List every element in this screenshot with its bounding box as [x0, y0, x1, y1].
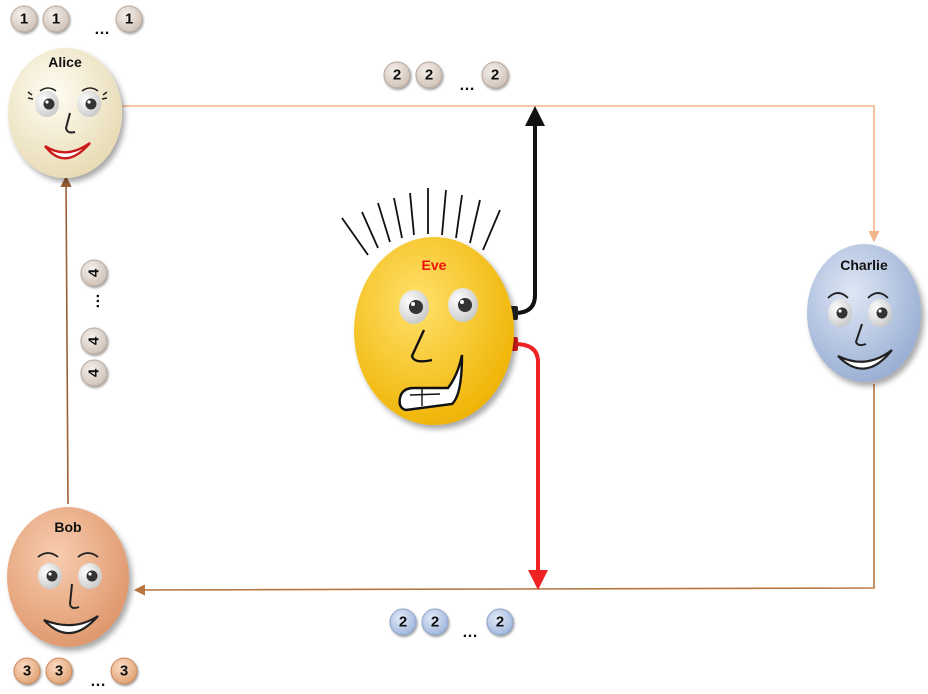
- token: 2: [421, 608, 449, 636]
- token-ellipsis: …: [90, 673, 106, 690]
- bob-to-alice-line: [60, 175, 72, 505]
- token: 2: [481, 61, 509, 89]
- token: 3: [110, 657, 138, 685]
- bob-nose: [68, 583, 80, 609]
- alice-eye-left: [35, 91, 59, 117]
- token-ellipsis: …: [94, 21, 110, 38]
- token-label: 4: [86, 336, 103, 345]
- charlie-to-bob-line: [133, 384, 875, 596]
- eve-nose: [410, 329, 433, 363]
- bob-eye-right: [78, 563, 102, 589]
- token-label: 4: [86, 368, 103, 377]
- eve-mouth: [398, 354, 464, 412]
- charlie-name: Charlie: [840, 257, 888, 273]
- red-tap-cable: [514, 342, 548, 590]
- token: 2: [383, 61, 411, 89]
- charlie-face: [807, 244, 921, 382]
- token-ellipsis: …: [462, 624, 478, 641]
- token-label: 2: [393, 67, 401, 84]
- token-label: 2: [491, 67, 499, 84]
- token-label: 3: [23, 663, 31, 680]
- token: 1: [42, 5, 70, 33]
- token: 4: [80, 359, 108, 387]
- bob-to-alice-token-group: 4 … 4 4: [80, 259, 108, 387]
- charlie-eye-left: [828, 299, 852, 327]
- token-label: 3: [55, 663, 63, 680]
- alice-to-charlie-line: [122, 105, 880, 243]
- token-ellipsis: …: [459, 77, 475, 94]
- token-label: 3: [120, 663, 128, 680]
- token-label: 1: [20, 11, 28, 28]
- alice-name: Alice: [48, 54, 82, 70]
- bob-brows: [37, 552, 99, 558]
- charlie-features: Charlie: [827, 257, 893, 370]
- token: 3: [13, 657, 41, 685]
- alice-face: [8, 48, 122, 178]
- charlie-brows: [827, 292, 889, 299]
- black-tap-cable: [514, 106, 545, 315]
- alice-eye-right: [77, 91, 101, 117]
- charlie-nose: [854, 323, 867, 347]
- token: 4: [80, 259, 108, 287]
- token-label: 1: [52, 11, 60, 28]
- bob-head: [7, 507, 129, 647]
- bob-eye-left: [38, 563, 62, 589]
- alice-nose: [64, 112, 76, 134]
- alice-mouth: [44, 142, 91, 160]
- bob-mouth: [43, 615, 99, 635]
- alice-to-charlie-token-group: 2 2 … 2: [383, 61, 509, 94]
- eve-face: [354, 237, 514, 425]
- alice-lashes: [27, 87, 108, 100]
- token: 2: [389, 608, 417, 636]
- bob-features: Bob: [37, 519, 102, 635]
- eve-features: Eve: [398, 257, 478, 412]
- token-label: 4: [86, 268, 103, 277]
- token-ellipsis: …: [86, 293, 103, 309]
- token: 1: [10, 5, 38, 33]
- token: 2: [486, 608, 514, 636]
- bob-name: Bob: [54, 519, 81, 535]
- token: 1: [115, 5, 143, 33]
- eve-eye-left: [399, 290, 429, 324]
- alice-head: [8, 48, 122, 178]
- charlie-mouth: [837, 349, 893, 370]
- eve-eye-right: [448, 288, 478, 322]
- eve-hair: [341, 188, 501, 256]
- token-label: 2: [496, 614, 504, 631]
- token-label: 2: [431, 614, 439, 631]
- bob-token-group: 3 3 … 3: [13, 657, 138, 690]
- bob-face: [7, 507, 129, 647]
- eve-head: [354, 237, 514, 425]
- alice-token-group: 1 1 … 1: [10, 5, 143, 38]
- charlie-to-bob-token-group: 2 2 … 2: [389, 608, 514, 641]
- charlie-head: [807, 244, 921, 382]
- token: 2: [415, 61, 443, 89]
- token-label: 2: [425, 67, 433, 84]
- charlie-eye-right: [868, 299, 892, 327]
- eve-teeth: [409, 389, 441, 406]
- alice-features: Alice: [27, 54, 108, 160]
- token-label: 1: [125, 11, 133, 28]
- channel-lines: [60, 105, 880, 596]
- token-label: 2: [399, 614, 407, 631]
- eve-name: Eve: [422, 257, 447, 273]
- token: 4: [80, 327, 108, 355]
- token: 3: [45, 657, 73, 685]
